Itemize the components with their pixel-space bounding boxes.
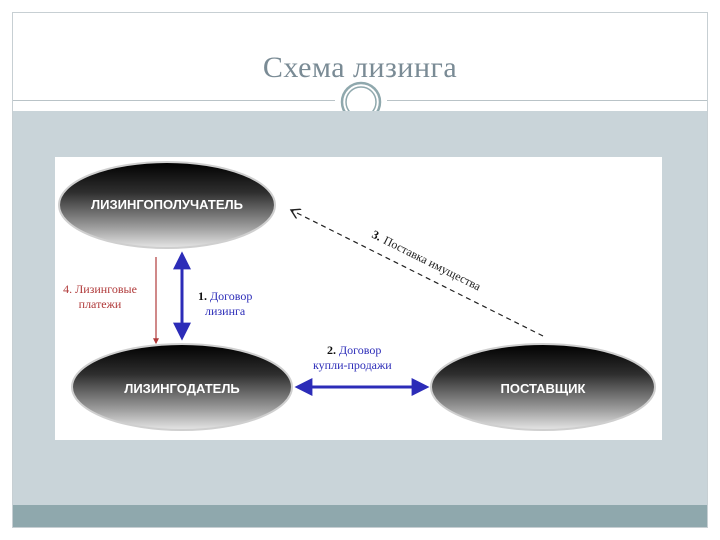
payments-line2: платежи	[79, 297, 122, 311]
supplier-label: ПОСТАВЩИК	[501, 381, 586, 396]
title-divider-right	[387, 100, 707, 101]
footer-bar	[13, 505, 707, 527]
payments-line1: 4. Лизинговые	[63, 282, 137, 296]
node-lessor: ЛИЗИНГОДАТЕЛЬ	[71, 343, 293, 431]
sale-contract-line2: купли-продажи	[313, 358, 392, 372]
node-supplier: ПОСТАВЩИК	[430, 343, 656, 431]
leasing-contract-line2: лизинга	[205, 304, 246, 318]
svg-text:2.Договор: 2.Договор	[327, 343, 381, 357]
supply-arrow	[291, 210, 544, 337]
leasing-contract-number: 1.	[198, 289, 207, 303]
payments-label: 4. Лизинговые платежи	[63, 282, 137, 311]
sale-contract-label: 2.Договор купли-продажи	[313, 343, 392, 372]
lessee-label: ЛИЗИНГОПОЛУЧАТЕЛЬ	[91, 197, 243, 212]
leasing-contract-label: 1.Договор лизинга	[198, 289, 252, 318]
leasing-contract-line1: Договор	[210, 289, 252, 303]
sale-contract-number: 2.	[327, 343, 336, 357]
svg-text:1.Договор: 1.Договор	[198, 289, 252, 303]
lessor-label: ЛИЗИНГОДАТЕЛЬ	[124, 381, 240, 396]
node-lessee: ЛИЗИНГОПОЛУЧАТЕЛЬ	[58, 161, 276, 249]
title-divider-left	[13, 100, 335, 101]
leasing-diagram: ЛИЗИНГОПОЛУЧАТЕЛЬ ЛИЗИНГОДАТЕЛЬ ПОСТАВЩИ…	[55, 157, 662, 440]
sale-contract-line1: Договор	[339, 343, 381, 357]
